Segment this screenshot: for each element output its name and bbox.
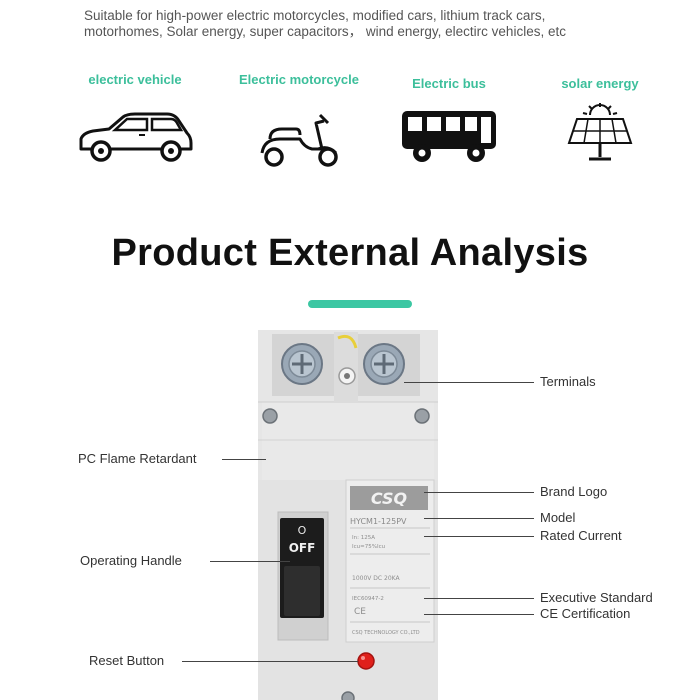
callout-model: Model: [540, 510, 576, 525]
leader-terminals: [404, 382, 534, 383]
leader-pc-flame: [222, 459, 266, 460]
callout-pc-flame-retardant: PC Flame Retardant: [78, 451, 197, 466]
callout-executive-standard: Executive Standard: [540, 590, 653, 605]
callout-reset-button: Reset Button: [89, 653, 165, 668]
application-label: electric vehicle: [88, 72, 182, 87]
standard-text: IEC60947-2: [352, 596, 384, 602]
leader-executive-standard: [424, 598, 534, 599]
application-electric-bus: Electric bus: [364, 72, 534, 163]
circuit-breaker-image: CSQ HYCM1-125PV In: 125A Icu=75%Icu 1000…: [258, 330, 438, 700]
title-accent-bar: [308, 300, 412, 308]
scooter-icon: [260, 113, 338, 167]
handle-state: OFF: [289, 541, 316, 555]
solar-panel-icon: [567, 103, 633, 161]
rated-voltage-text: 1000V DC 20KA: [352, 575, 400, 582]
intro-line-1: Suitable for high-power electric motorcy…: [84, 8, 546, 23]
rated-icu-text: Icu=75%Icu: [352, 544, 385, 550]
leader-ce-certification: [424, 614, 534, 615]
application-electric-vehicle: electric vehicle: [50, 72, 220, 165]
callout-brand-logo: Brand Logo: [540, 484, 608, 499]
callout-rated-current: Rated Current: [540, 528, 622, 543]
callout-terminals: Terminals: [540, 374, 596, 389]
callout-operating-handle: Operating Handle: [80, 553, 182, 568]
intro-text: Suitable for high-power electric motorcy…: [84, 8, 684, 40]
car-icon: [79, 112, 193, 162]
application-label: solar energy: [561, 76, 639, 91]
ce-mark: CE: [354, 607, 366, 617]
application-solar-energy: solar energy: [515, 72, 685, 165]
leader-rated-current: [424, 536, 534, 537]
handle-symbol: O: [298, 524, 307, 537]
leader-model: [424, 518, 534, 519]
bus-icon: [402, 111, 496, 162]
maker-text: CSQ TECHNOLOGY CO.,LTD: [352, 630, 420, 636]
brand-logo: CSQ: [371, 489, 408, 508]
model-number: HYCM1-125PV: [350, 517, 407, 526]
leader-brand-logo: [424, 492, 534, 493]
rated-current-text: In: 125A: [352, 535, 375, 541]
leader-operating-handle: [210, 561, 290, 562]
application-label: Electric motorcycle: [239, 72, 359, 87]
application-electric-motorcycle: Electric motorcycle: [214, 72, 384, 169]
leader-reset-button: [182, 661, 358, 662]
section-title: Product External Analysis: [111, 232, 589, 274]
callout-ce-certification: CE Certification: [540, 606, 631, 621]
application-label: Electric bus: [412, 76, 486, 91]
intro-line-2: motorhomes, Solar energy, super capacito…: [84, 24, 566, 39]
